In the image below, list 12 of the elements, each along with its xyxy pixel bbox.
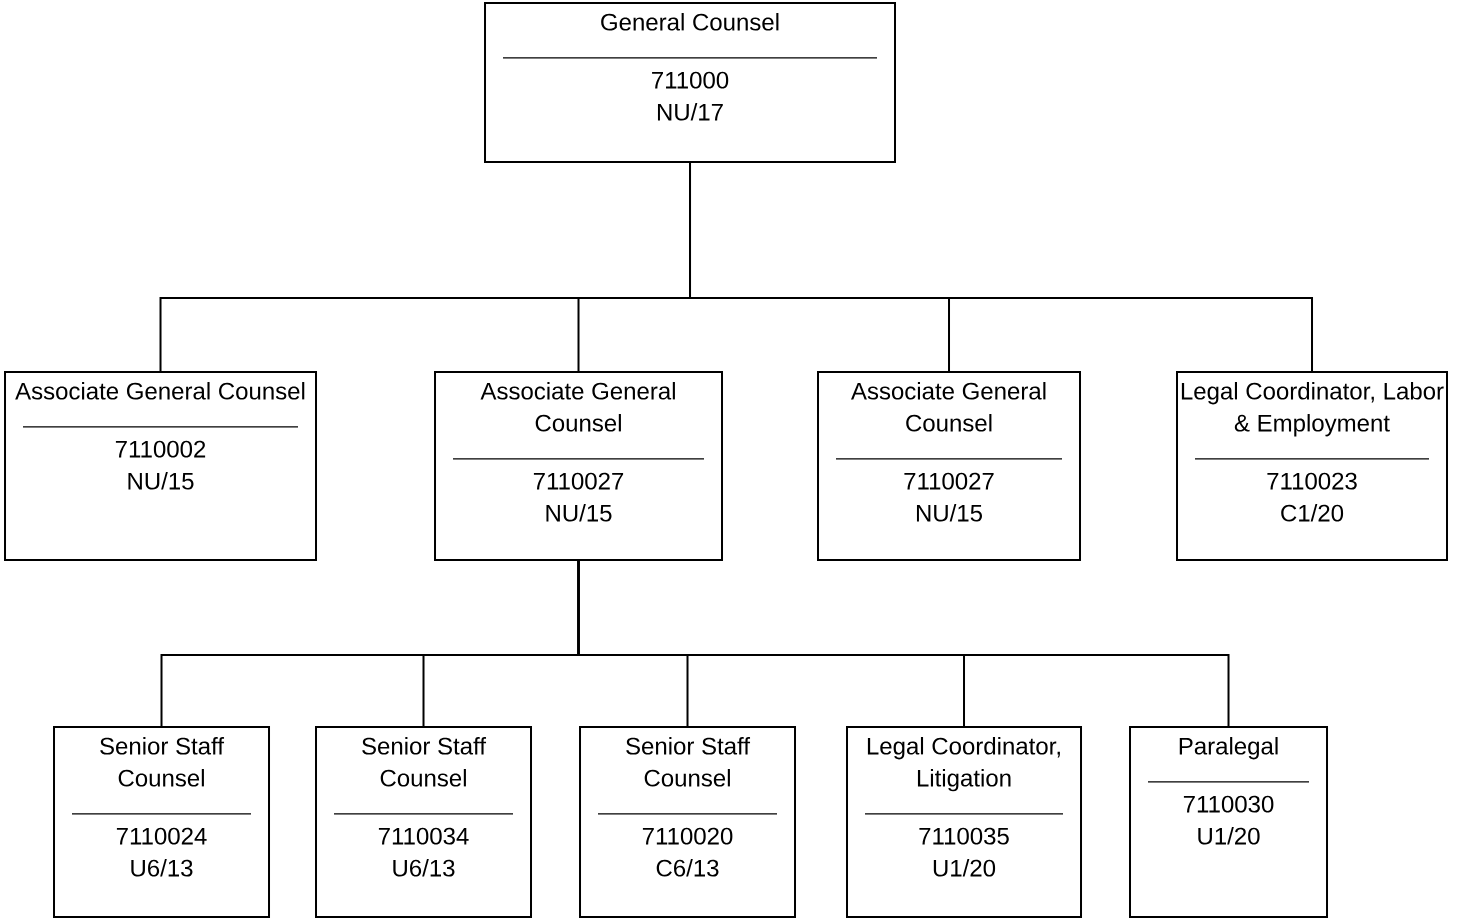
position-box: Associate General Counsel 7110027 NU/15 [434,371,723,561]
position-box: Legal Coordinator, Labor & Employment 7110023 C1/20 [1176,371,1448,561]
position-box: Senior Staff Counsel 7110024 U6/13 [53,726,270,918]
position-box: Senior Staff Counsel 7110034 U6/13 [315,726,532,918]
position-box: Associate General Counsel 7110027 NU/15 [817,371,1081,561]
connector-line [577,560,1230,727]
position-box: General Counsel 711000 NU/17 [484,2,896,163]
connector-line [689,162,1313,372]
position-box: Senior Staff Counsel 7110020 C6/13 [579,726,796,918]
position-box: Paralegal 7110030 U1/20 [1129,726,1328,918]
position-box: Associate General Counsel 7110002 NU/15 [4,371,317,561]
position-box: Legal Coordinator, Litigation 7110035 U1/20 [846,726,1082,918]
